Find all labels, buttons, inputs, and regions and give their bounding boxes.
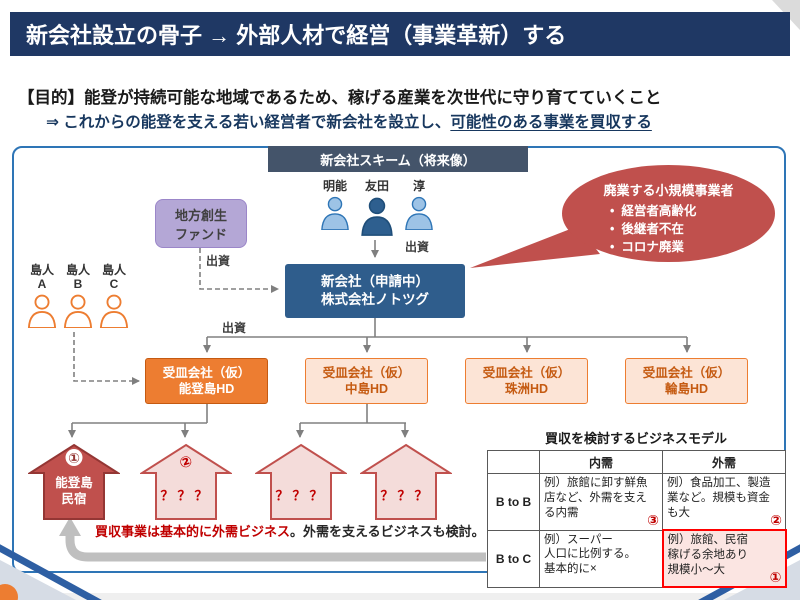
col-header-domestic: 内需 — [539, 450, 663, 474]
person-icon — [361, 197, 393, 236]
islander-label: 島人 C — [101, 263, 126, 291]
rank-badge: ① — [769, 568, 782, 585]
house-label: ？？？ — [160, 488, 212, 503]
house-unknown-1: ② ？？？ — [140, 443, 232, 521]
cell-text: 例）食品加工、製造業など。規模も資金も大 — [667, 477, 771, 519]
purpose-goal: ⇒ これからの能登を支える若い経営者で新会社を設立し、可能性のある事業を買収する — [46, 110, 652, 132]
cell-btob-external: 例）食品加工、製造業など。規模も資金も大 ② — [662, 473, 786, 531]
holding-name: 中島HD — [344, 382, 389, 396]
table-header-row: 内需 外需 — [487, 450, 786, 474]
holding-name: 珠洲HD — [504, 382, 549, 396]
rank-badge: ③ — [647, 512, 659, 529]
business-model-table: 内需 外需 B to B 例）旅館に卸す鮮魚店など、外需を支える内需 ③ 例）食… — [487, 450, 787, 588]
house-unknown-2: ？？？ — [255, 443, 347, 521]
bubble-list: 経営者高齢化 後継者不在 コロナ廃業 — [610, 202, 775, 256]
founder-name: 友田 — [364, 179, 389, 193]
cell-btoc-domestic: 例）スーパー 人口に比例する。 基本的に× — [539, 529, 663, 588]
person-icon — [99, 294, 129, 328]
invest-label: 出資 — [405, 240, 430, 254]
purpose-statement: 【目的】能登が持続可能な地域であるため、稼げる産業を次世代に守り育てていくこと — [18, 89, 662, 107]
house-number: ① — [65, 449, 83, 466]
house-label: 能登島 民宿 — [55, 476, 93, 506]
holding-box-wajima: 受皿会社（仮） 輪島HD — [625, 358, 748, 404]
holding-box-notojima: 受皿会社（仮） 能登島HD — [145, 358, 268, 404]
fund-box: 地方創生 ファンド — [155, 199, 247, 248]
islander: 島人 C — [96, 263, 132, 328]
founder: 明能 — [316, 179, 354, 236]
person-icon — [321, 196, 349, 230]
table-title: 買収を検討するビジネスモデル — [544, 431, 727, 446]
house-unknown-3: ？？？ — [360, 443, 452, 521]
table-row: B to C 例）スーパー 人口に比例する。 基本的に× 例）旅館、民宿 稼げる… — [487, 529, 787, 588]
holding-box-suzu: 受皿会社（仮） 珠洲HD — [465, 358, 588, 404]
islander-label: 島人 A — [29, 263, 54, 291]
house-icon — [255, 443, 347, 520]
holding-title: 受皿会社（仮） — [642, 365, 731, 380]
note-rest: 。外需を支えるビジネスも検討。 — [290, 524, 485, 539]
cell-btoc-external-highlighted: 例）旅館、民宿 稼げる余地あり 規模小〜大 ① — [661, 529, 787, 588]
acquisition-note: 買収事業は基本的に外需ビジネス。外需を支えるビジネスも検討。 — [95, 521, 485, 540]
corner-cell — [487, 450, 540, 474]
new-company-box: 新会社（申請中） 株式会社ノトツグ — [285, 264, 465, 318]
title-bar: 新会社設立の骨子 → 外部人材で経営（事業革新）する — [10, 12, 790, 56]
founder-name: 明能 — [322, 179, 347, 193]
holding-title: 受皿会社（仮） — [482, 365, 571, 380]
founder: 友田 — [358, 179, 396, 236]
founder: 淳 — [400, 179, 438, 236]
col-header-external: 外需 — [662, 450, 786, 474]
islander-group: 島人 A 島人 B 島人 C — [24, 263, 132, 328]
invest-label: 出資 — [206, 254, 231, 268]
goal-underlined: 可能性のある事業を買収する — [450, 114, 652, 131]
cell-btob-domestic: 例）旅館に卸す鮮魚店など、外需を支える内需 ③ — [539, 473, 663, 531]
house-notojima-minshuku: ① 能登島 民宿 — [28, 443, 120, 521]
page-title: 新会社設立の骨子 → 外部人材で経営（事業革新）する — [26, 23, 567, 48]
islander: 島人 B — [60, 263, 96, 328]
person-icon — [27, 294, 57, 328]
invest-label: 出資 — [222, 321, 247, 335]
bubble-item: 経営者高齢化 — [610, 202, 775, 220]
holding-name: 輪島HD — [664, 382, 709, 396]
house-icon — [360, 443, 452, 520]
speech-bubble: 廃業する小規模事業者 経営者高齢化 後継者不在 コロナ廃業 — [562, 165, 775, 262]
scheme-header: 新会社スキーム（将来像） — [268, 146, 528, 172]
founder-group: 明能 友田 淳 — [316, 179, 438, 236]
person-icon — [63, 294, 93, 328]
bubble-item: コロナ廃業 — [610, 238, 775, 256]
cell-text: 例）旅館、民宿 稼げる余地あり 規模小〜大 — [667, 534, 749, 576]
table-row: B to B 例）旅館に卸す鮮魚店など、外需を支える内需 ③ 例）食品加工、製造… — [487, 473, 786, 531]
holding-box-nakajima: 受皿会社（仮） 中島HD — [305, 358, 428, 404]
holding-title: 受皿会社（仮） — [162, 365, 251, 380]
bubble-title: 廃業する小規模事業者 — [603, 183, 734, 198]
house-icon — [140, 443, 232, 520]
islander-label: 島人 B — [65, 263, 90, 291]
page-number-dot — [0, 584, 18, 600]
business-model-panel: 買収を検討するビジネスモデル 内需 外需 B to B 例）旅館に卸す鮮魚店など… — [487, 428, 787, 588]
house-label: ？？？ — [275, 488, 327, 503]
row-header-btob: B to B — [487, 473, 540, 531]
house-label: ？？？ — [380, 488, 432, 503]
goal-prefix: ⇒ これからの能登を支える若い経営者で新会社を設立し、 — [46, 114, 451, 131]
founder-name: 淳 — [412, 179, 425, 193]
note-red: 買収事業は基本的に外需ビジネス — [95, 524, 291, 539]
row-header-btoc: B to C — [487, 529, 540, 588]
islander: 島人 A — [24, 263, 60, 328]
bubble-item: 後継者不在 — [610, 220, 775, 238]
holding-name: 能登島HD — [178, 382, 235, 396]
cell-text: 例）スーパー 人口に比例する。 基本的に× — [544, 533, 636, 576]
cell-text: 例）旅館に卸す鮮魚店など、外需を支える内需 — [544, 477, 648, 519]
holding-title: 受皿会社（仮） — [322, 365, 411, 380]
person-icon — [405, 196, 433, 230]
rank-badge: ② — [770, 511, 782, 528]
